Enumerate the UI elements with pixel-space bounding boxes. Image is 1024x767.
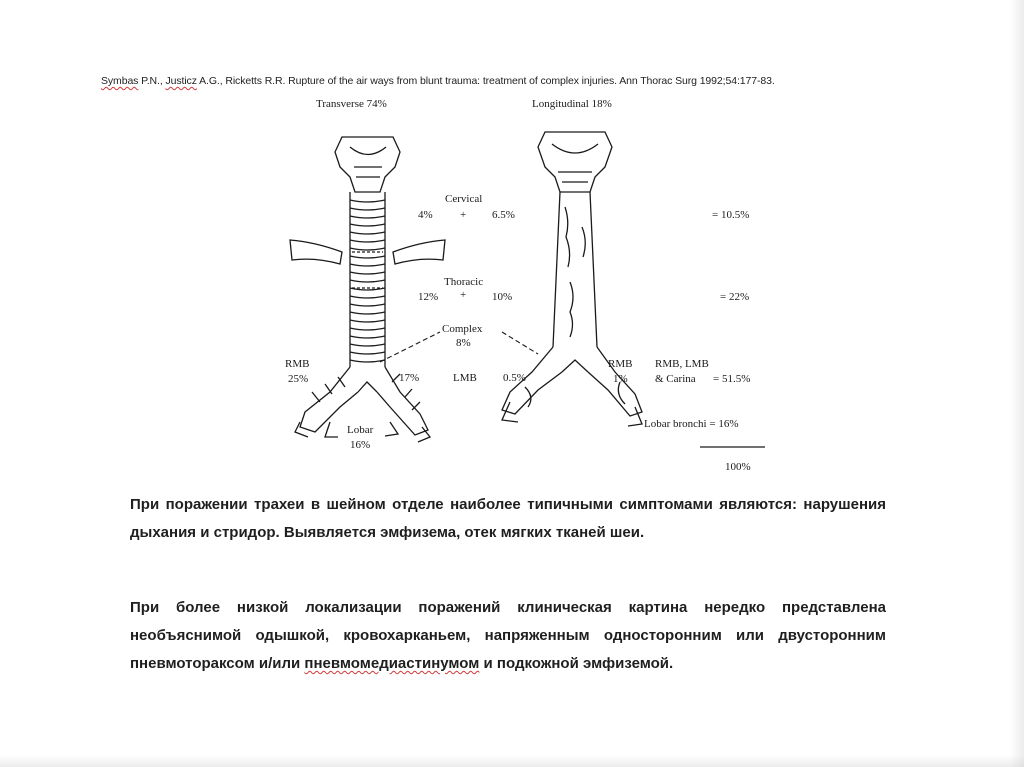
citation-text: A.G., Ricketts R.R. Rupture of the air w… — [196, 75, 775, 87]
thoracic-longitudinal-value: 10% — [492, 291, 512, 303]
paragraph-cervical-symptoms: При поражении трахеи в шейном отделе наи… — [130, 496, 886, 541]
carina-label-line1: RMB, LMB — [655, 358, 709, 370]
complex-value: 8% — [456, 337, 471, 349]
lmb-label: LMB — [453, 372, 477, 384]
paragraph-text: При более низкой локализации поражений к… — [130, 599, 886, 672]
figure-labels: Transverse 74% Longitudinal 18% Cervical… — [285, 98, 751, 473]
spellcheck-word: Symbas — [101, 75, 139, 87]
rmb-right-value: 1% — [613, 373, 628, 385]
thoracic-transverse-value: 12% — [418, 291, 438, 303]
transverse-trachea-illustration — [289, 136, 446, 443]
grand-total: 100% — [725, 461, 751, 473]
longitudinal-title: Longitudinal 18% — [532, 98, 612, 110]
complex-label: Complex — [442, 323, 483, 335]
paragraph-text: и подкожной эмфиземой. — [479, 655, 674, 672]
complex-pointer-lines — [379, 331, 539, 363]
spellcheck-word: Justicz — [165, 75, 197, 87]
cervical-label: Cervical — [445, 193, 482, 205]
carina-total: = 51.5% — [713, 373, 750, 385]
rmb-right-label: RMB — [608, 358, 632, 370]
cervical-longitudinal-value: 6.5% — [492, 209, 515, 221]
longitudinal-trachea-illustration — [501, 131, 643, 427]
thoracic-total: = 22% — [720, 291, 749, 303]
lobar-value: 16% — [350, 439, 370, 451]
thoracic-label: Thoracic — [444, 276, 483, 288]
transverse-title: Transverse 74% — [316, 98, 387, 110]
cervical-total: = 10.5% — [712, 209, 749, 221]
slide-edge-shadow — [1010, 0, 1024, 767]
paragraph-lower-localization: При более низкой локализации поражений к… — [130, 594, 886, 678]
spellcheck-word: пневмомедиастинумом — [304, 655, 480, 672]
lmb-transverse-value: 17% — [399, 372, 419, 384]
citation-reference: Symbas P.N., Justicz A.G., Ricketts R.R.… — [101, 75, 931, 87]
cervical-plus: + — [460, 209, 466, 221]
thoracic-plus: + — [460, 289, 466, 301]
carina-label-line2: & Carina — [655, 373, 696, 385]
rmb-left-value: 25% — [288, 373, 308, 385]
lmb-longitudinal-value: 0.5% — [503, 372, 526, 384]
citation-text: P.N., — [138, 75, 166, 87]
rmb-left-label: RMB — [285, 358, 309, 370]
cervical-transverse-value: 4% — [418, 209, 433, 221]
lobar-label: Lobar — [347, 424, 374, 436]
slide-bottom-shadow — [0, 755, 1024, 767]
airway-rupture-diagram: Transverse 74% Longitudinal 18% Cervical… — [285, 98, 765, 473]
lobar-bronchi-total: Lobar bronchi = 16% — [644, 418, 738, 430]
